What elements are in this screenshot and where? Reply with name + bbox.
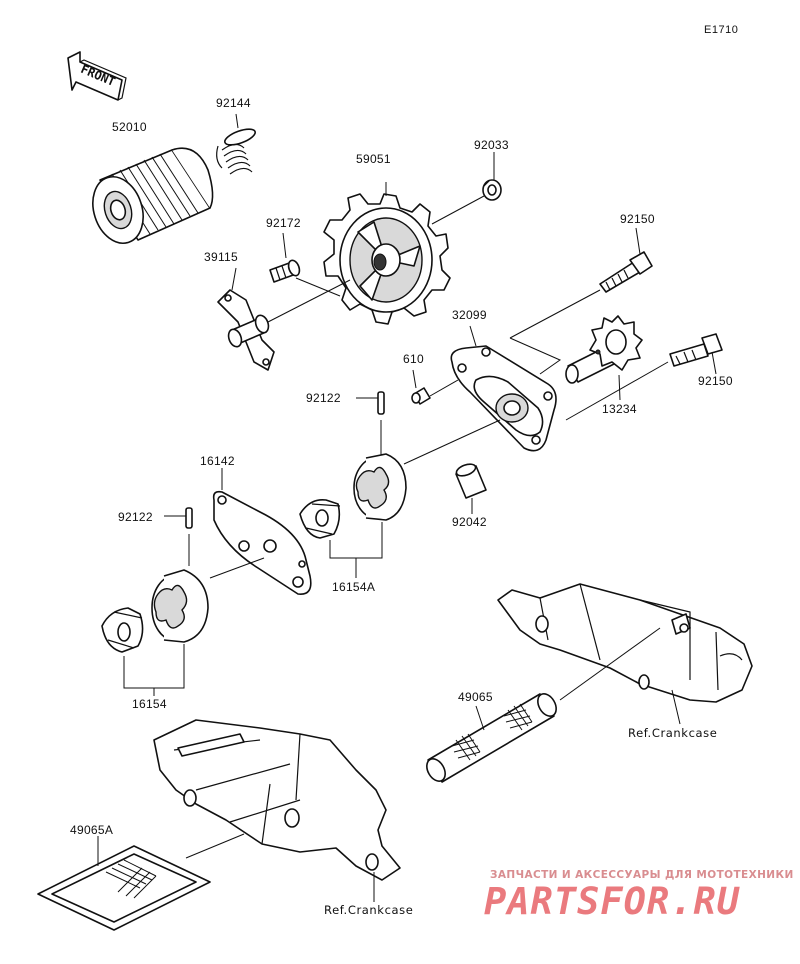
pin-92122-left	[185, 507, 193, 529]
part-label-92172: 92172	[266, 216, 301, 230]
cover-plate-16142	[212, 490, 312, 595]
gear-shaft-13234	[565, 315, 643, 384]
inner-rotor-16154	[101, 607, 144, 653]
part-label-16154: 16154	[132, 697, 167, 711]
part-label-92150-top: 92150	[620, 212, 655, 226]
outer-rotor-16154a	[353, 453, 407, 521]
part-label-92122-top: 92122	[306, 391, 341, 405]
strainer-tube-49065	[426, 693, 557, 783]
part-label-92144: 92144	[216, 96, 251, 110]
oil-filter-52010	[92, 147, 214, 244]
pin-92122-top	[377, 391, 385, 415]
plate-39115	[217, 289, 275, 371]
crankcase-right	[497, 583, 753, 703]
ref-crankcase-bottom: Ref.Crankcase	[324, 903, 414, 917]
watermark-tagline: ЗАПЧАСТИ И АКСЕССУАРЫ ДЛЯ МОТОТЕХНИКИ	[490, 869, 794, 881]
part-label-92150-right: 92150	[698, 374, 733, 388]
pump-body-32099	[450, 345, 557, 452]
front-arrow-icon: FRONT	[67, 51, 127, 101]
outer-rotor-16154	[151, 569, 209, 643]
diagram-code: E1710	[704, 24, 739, 36]
pin-610	[411, 387, 431, 405]
part-label-16154a: 16154A	[332, 580, 376, 594]
sprocket-59051	[323, 193, 451, 325]
part-label-610: 610	[403, 352, 424, 366]
spring-92144	[216, 128, 256, 175]
circlip-92033	[482, 179, 502, 201]
watermark-brand: PARTSFOR.RU	[484, 880, 741, 923]
inner-rotor-16154a	[299, 498, 341, 539]
crankcase-bottom	[153, 719, 401, 881]
part-label-39115: 39115	[204, 250, 238, 264]
part-label-92122-left: 92122	[118, 510, 153, 524]
part-label-92033: 92033	[474, 138, 509, 152]
part-label-49065: 49065	[458, 690, 493, 704]
ref-crankcase-right: Ref.Crankcase	[628, 726, 718, 740]
dowel-92042	[455, 463, 487, 499]
part-label-52010: 52010	[112, 120, 147, 134]
part-label-13234: 13234	[602, 402, 637, 416]
screw-92172	[269, 259, 301, 283]
part-label-49065a: 49065A	[70, 823, 114, 837]
part-label-16142: 16142	[200, 454, 235, 468]
part-label-92042: 92042	[452, 515, 487, 529]
bolt-92150-top	[599, 251, 653, 293]
screen-49065a	[37, 845, 211, 931]
part-label-59051: 59051	[356, 152, 391, 166]
bolt-92150-right	[669, 333, 723, 367]
part-label-32099: 32099	[452, 308, 487, 322]
